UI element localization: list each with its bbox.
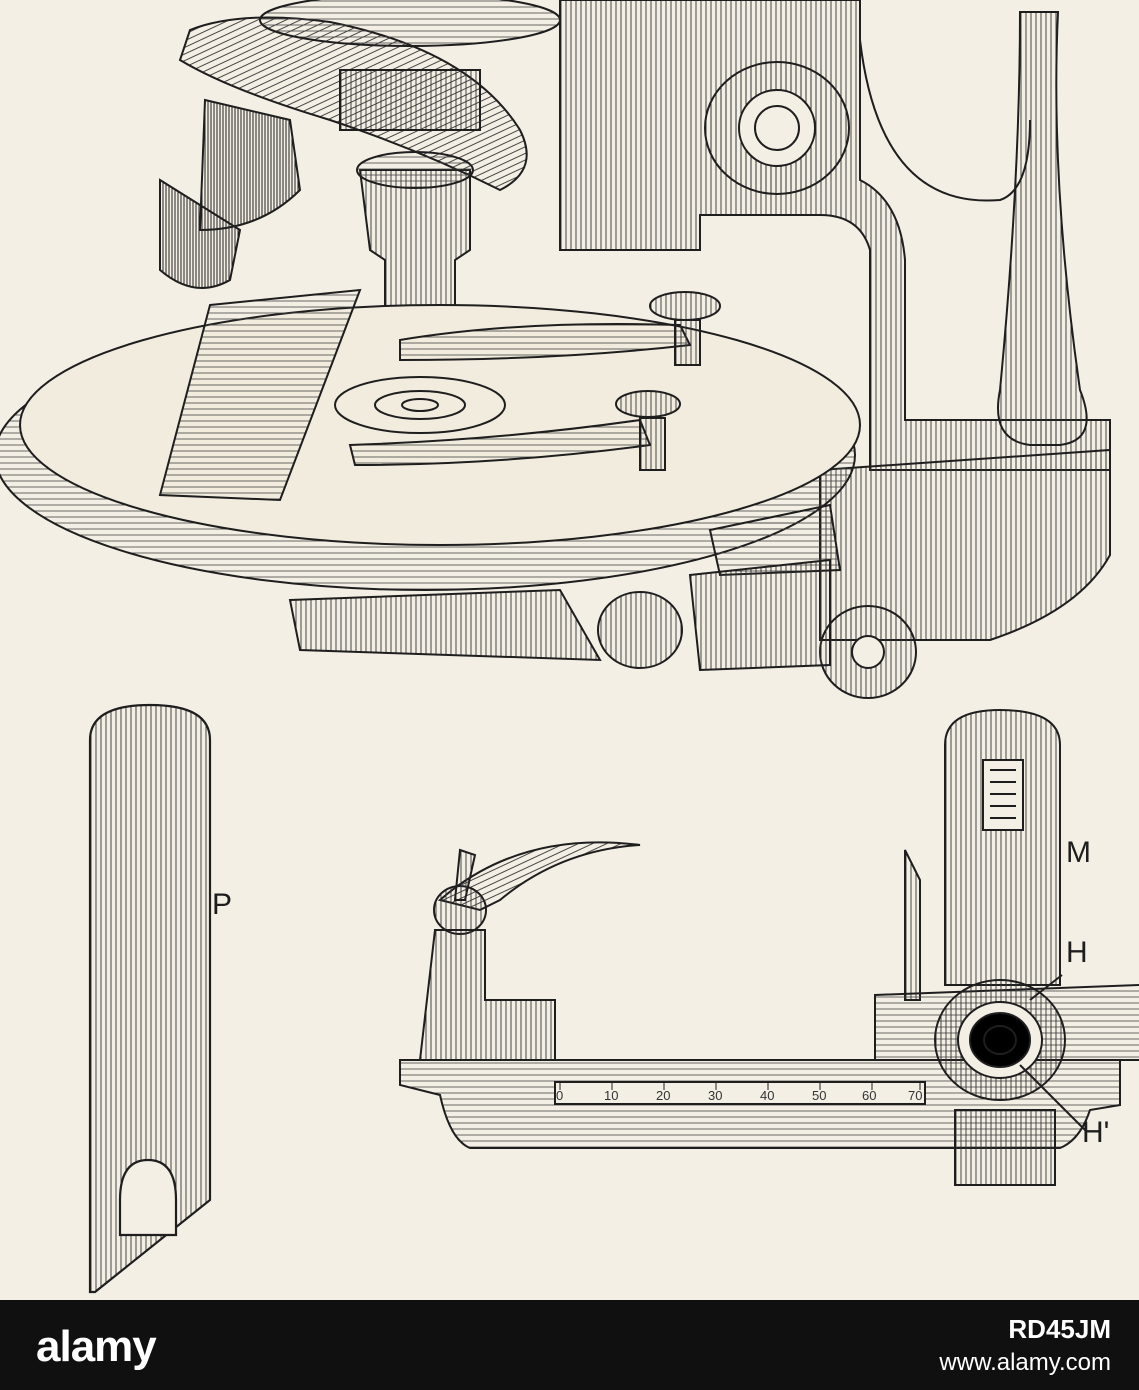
image-meta: RD45JM www.alamy.com xyxy=(939,1314,1111,1377)
scale-tick-60: 60 xyxy=(862,1088,877,1103)
scale-tick-50: 50 xyxy=(812,1088,827,1103)
engraving-plate: P M H H' 0 10 20 30 40 50 60 70 xyxy=(0,0,1139,1294)
brand-logo[interactable]: alamy xyxy=(28,1316,198,1372)
scale-tick-10: 10 xyxy=(604,1088,619,1103)
label-p: P xyxy=(212,888,233,921)
scale-tick-0: 0 xyxy=(556,1088,564,1103)
tube-p-drawing xyxy=(88,703,212,1294)
footer-bar: alamy RD45JM www.alamy.com xyxy=(0,1300,1139,1390)
label-h-prime: H' xyxy=(1082,1116,1110,1149)
label-h: H xyxy=(1066,936,1088,969)
scale-tick-20: 20 xyxy=(656,1088,671,1103)
image-id: RD45JM xyxy=(1008,1314,1111,1344)
microscope-engraving xyxy=(0,0,1139,1294)
scale-tick-marks xyxy=(559,1082,921,1090)
scale-tick-30: 30 xyxy=(708,1088,723,1103)
brand-name: alamy xyxy=(36,1322,157,1371)
site-url-link[interactable]: www.alamy.com xyxy=(939,1349,1111,1376)
microscope xyxy=(0,0,1111,699)
scale-tick-40: 40 xyxy=(760,1088,775,1103)
scale-tick-70: 70 xyxy=(908,1088,923,1103)
mechanical-stage-drawing xyxy=(399,708,1139,1186)
label-m: M xyxy=(1066,836,1091,869)
